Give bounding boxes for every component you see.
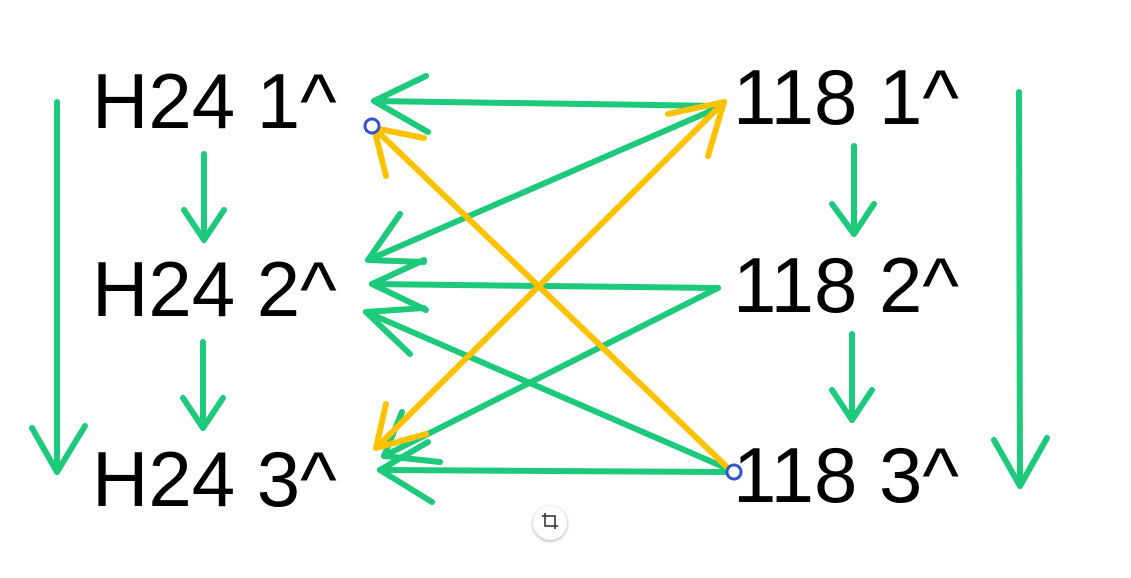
selection-handle-top[interactable] [363, 117, 381, 135]
crop-frame-icon [541, 512, 559, 535]
arrow-yellow-h24-3-to-118-1 [373, 99, 727, 451]
label-118-2: 118 2^ [733, 241, 960, 329]
selection-handle-bottom[interactable] [725, 463, 743, 481]
arrow-118-1-to-h24-1 [371, 73, 725, 135]
arrow-right-long [991, 89, 1050, 489]
label-h24-2: H24 2^ [92, 245, 337, 333]
arrow-118-2-to-118-3 [829, 331, 875, 423]
arrow-left-long [29, 99, 88, 475]
arrow-118-1-to-h24-2 [365, 103, 725, 265]
label-h24-3: H24 3^ [92, 435, 337, 523]
arrow-118-3-to-h24-3 [377, 439, 731, 505]
arrow-118-1-to-118-2 [829, 143, 877, 237]
arrow-h24-2-to-h24-3 [180, 339, 226, 431]
arrow-118-2-to-h24-2 [369, 257, 721, 313]
crop-button[interactable] [533, 506, 567, 540]
label-h24-1: H24 1^ [92, 57, 337, 145]
label-118-3: 118 3^ [733, 431, 960, 519]
label-118-1: 118 1^ [733, 53, 960, 141]
arrow-h24-1-to-h24-2 [181, 151, 227, 243]
arrow-118-3-to-h24-2 [363, 305, 729, 471]
arrow-118-2-to-h24-3 [381, 285, 721, 465]
